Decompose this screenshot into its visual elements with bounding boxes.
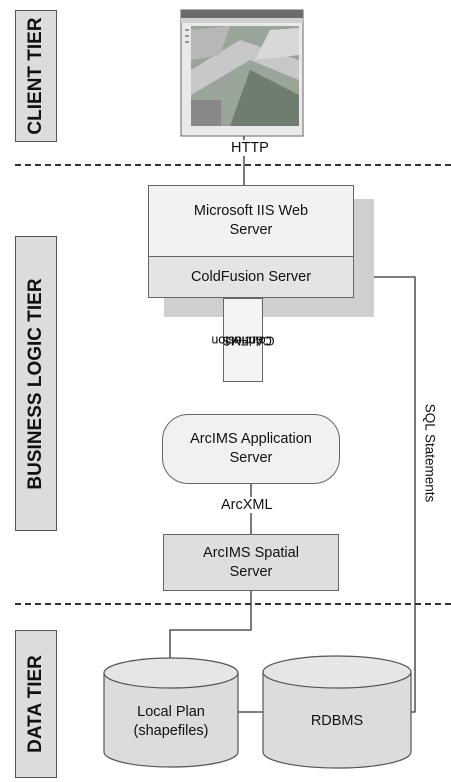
data-tier-text: DATA TIER: [25, 655, 46, 753]
client-map-screenshot-icon: [180, 9, 304, 137]
application-server-label: ArcIMS Application Server: [190, 431, 312, 466]
web-server-label: Microsoft IIS Web Server: [193, 203, 309, 238]
connector-line-3: Connector: [214, 333, 272, 348]
business-logic-tier-label: BUSINESS LOGIC TIER: [15, 236, 57, 531]
client-tier-label: CLIENT TIER: [15, 10, 57, 142]
spatial-server-box: ArcIMS Spatial Server: [163, 534, 339, 591]
tier-separator-bottom: [15, 603, 451, 605]
coldfusion-connector-box: ArcIMS ColdFusion Connector: [211, 298, 275, 382]
web-server-box: Microsoft IIS Web Server: [148, 185, 354, 257]
rdbms-database-icon: [262, 655, 412, 769]
rdbms-label: RDBMS: [310, 713, 364, 729]
local-plan-database-icon: [103, 657, 239, 768]
data-tier-label: DATA TIER: [15, 630, 57, 778]
coldfusion-server-box: ColdFusion Server: [148, 256, 354, 298]
coldfusion-server-label: ColdFusion Server: [190, 268, 312, 285]
local-plan-label: Local Plan (shapefiles): [133, 704, 209, 739]
tier-separator-top: [15, 164, 451, 166]
application-server-box: ArcIMS Application Server: [162, 414, 340, 484]
spatial-server-label: ArcIMS Spatial Server: [203, 544, 299, 580]
business-tier-text: BUSINESS LOGIC TIER: [25, 277, 46, 490]
arcxml-label: ArcXML: [219, 497, 275, 513]
http-label: HTTP: [229, 140, 271, 156]
sql-link-line: [354, 276, 416, 713]
sql-statements-label: SQL Statements: [422, 403, 438, 503]
spatial-to-shapefiles-line: [169, 591, 252, 678]
client-tier-text: CLIENT TIER: [25, 17, 46, 135]
